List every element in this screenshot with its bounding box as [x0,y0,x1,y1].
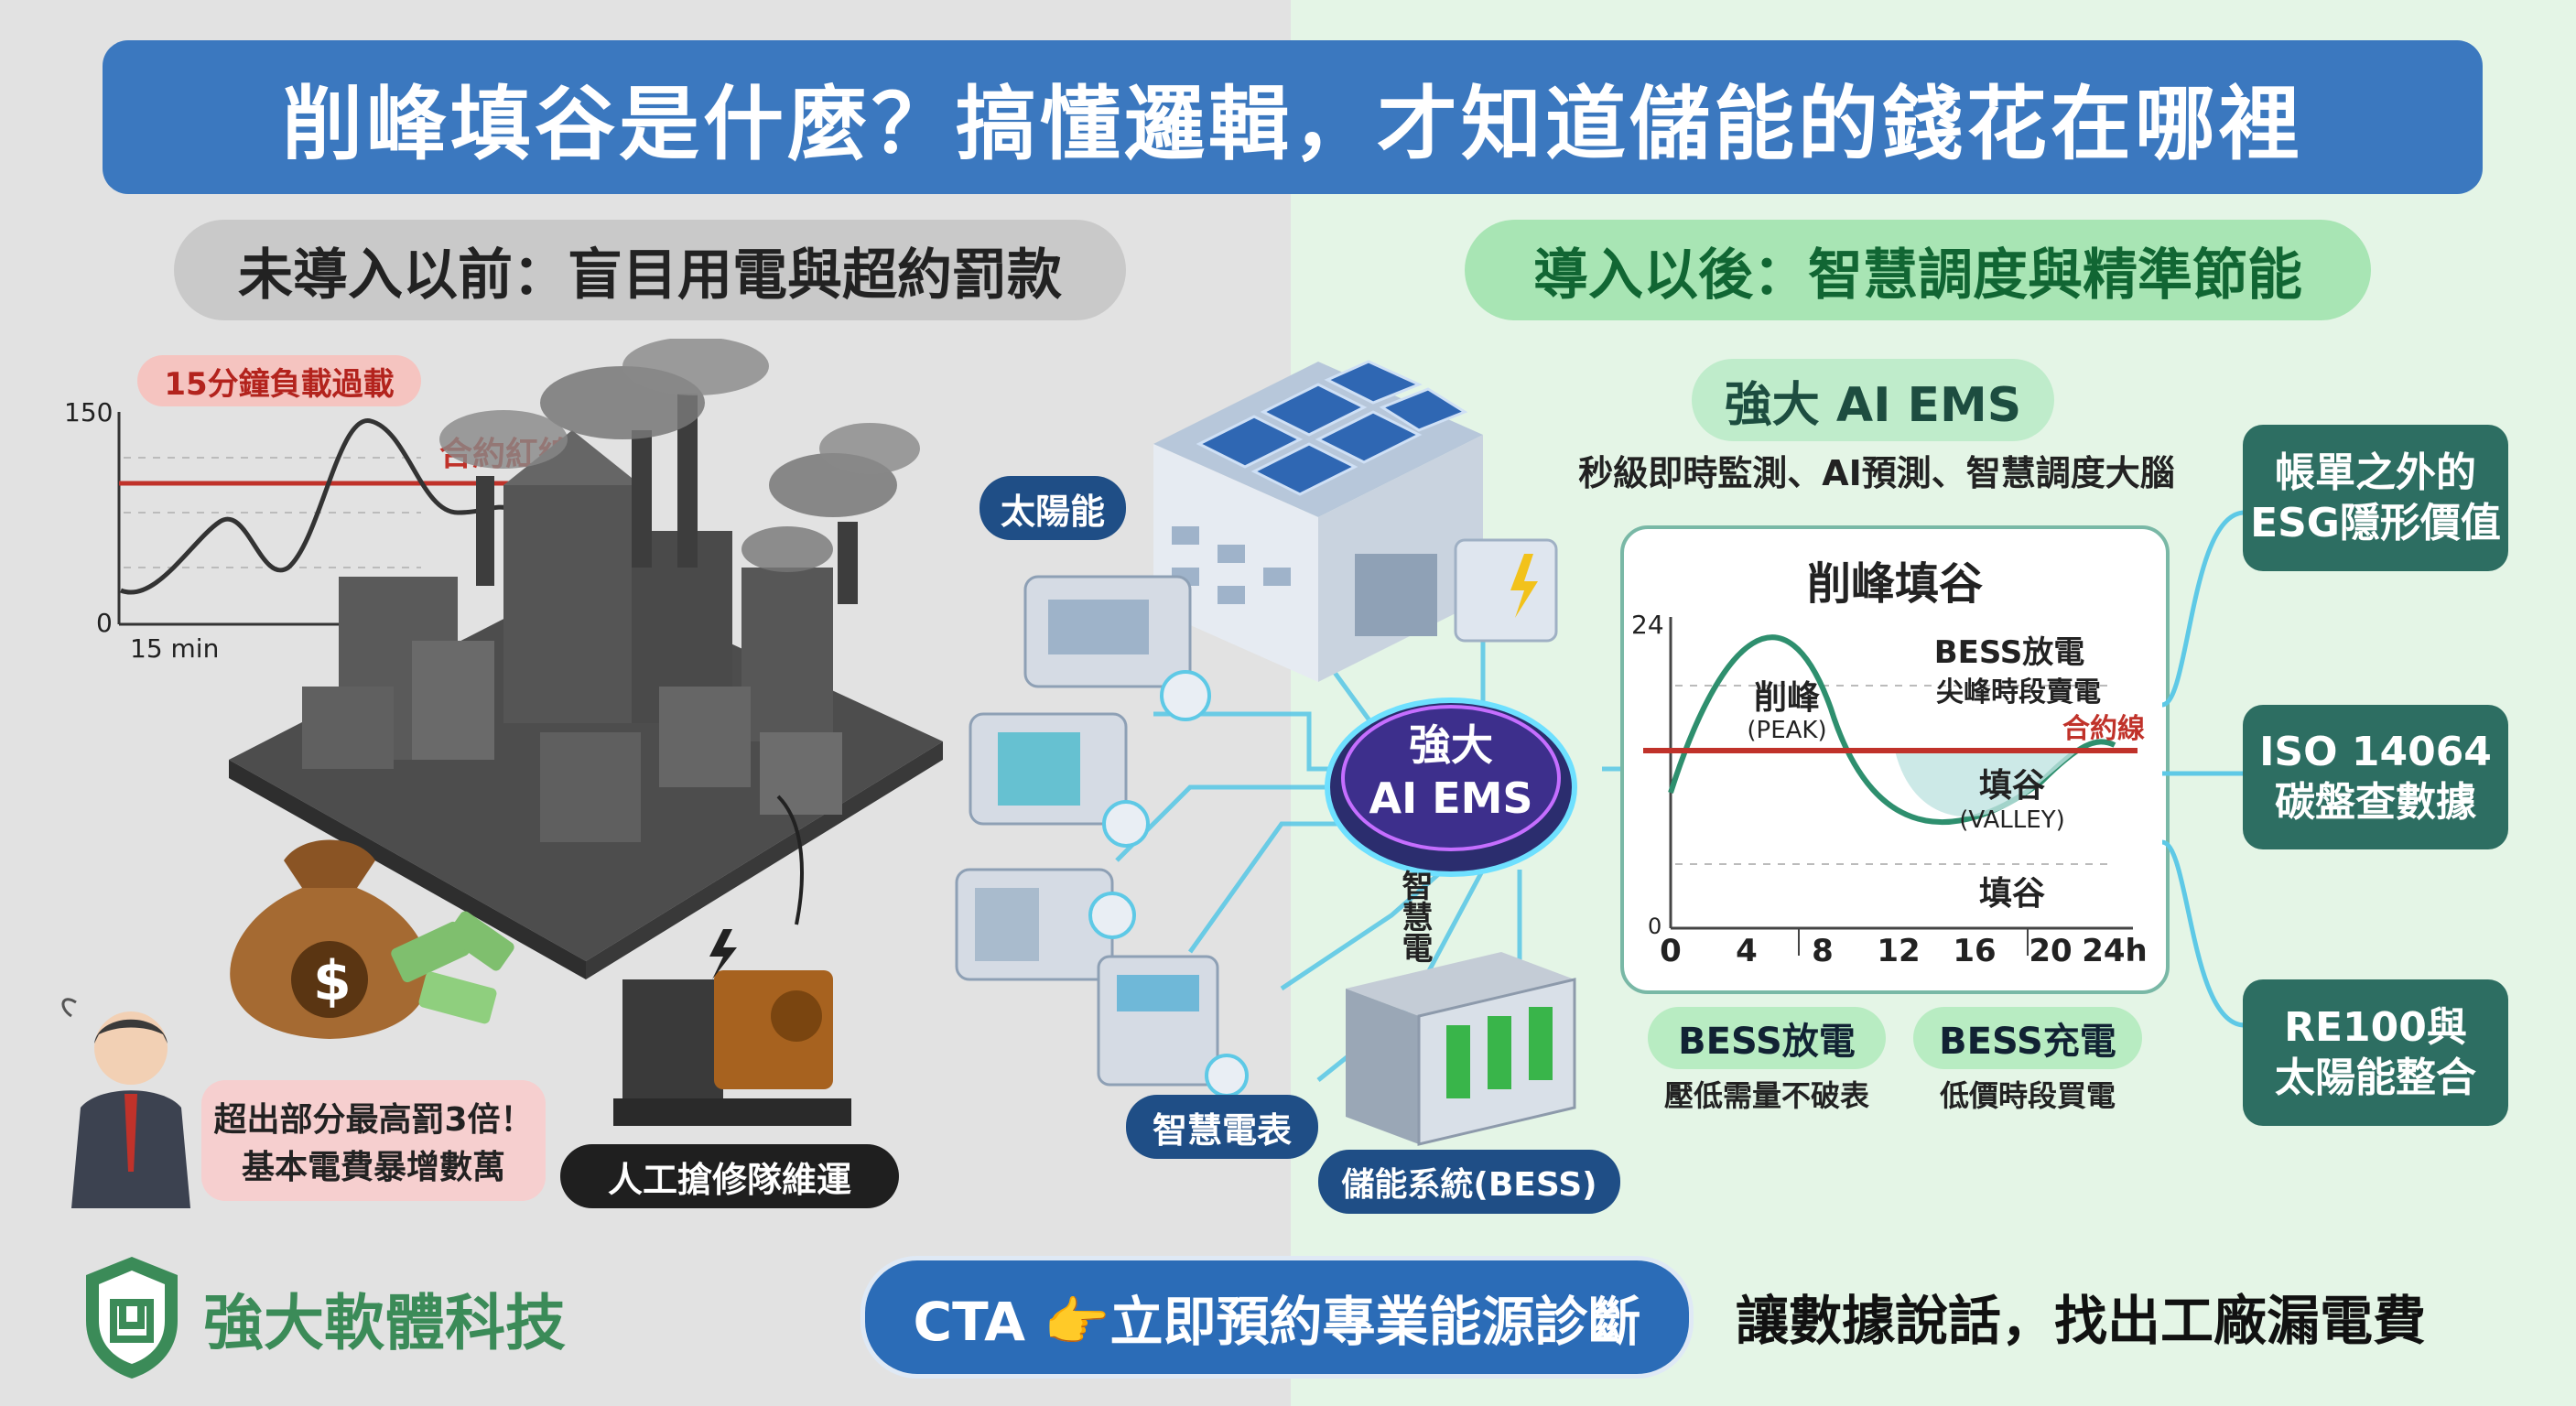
x-tick-4: 4 [1736,933,1758,969]
peak-label: 削峰 [1754,679,1820,717]
inverter-icon [1454,538,1558,643]
bess-discharge-badge: BESS放電 [1648,1007,1886,1069]
peak-valley-chart: 24 0 削峰 (PEAK) BESS放電 尖峰時段賣電 合約線 填谷 (VAL… [1631,610,2148,969]
contract-line-label-right: 合約線 [2062,713,2145,745]
side-badge-connectors [2162,510,2246,1028]
solar-building-illustration [1153,360,1483,682]
smart-electric-vertical-label: 智慧電 [1396,870,1433,963]
re100-badge-line1: RE100與 [2284,1004,2467,1051]
solar-label: 太陽能 [980,476,1126,540]
bess-charge-caption: 低價時段買電 [1939,1078,2116,1113]
overload-tag: 15分鐘負載過載 [137,355,421,406]
esg-value-badge: 帳單之外的 ESG隱形價值 [2243,425,2508,571]
iso-14064-badge: ISO 14064 碳盤查數據 [2243,705,2508,849]
ai-ems-hub: 強大 AI EMS [1325,698,1577,877]
machine-2-illustration [969,712,1150,848]
page-title: 削峰填谷是什麼？搞懂邏輯，才知道儲能的錢花在哪裡 [103,40,2483,194]
generator-cable [776,795,804,925]
bess-discharge-caption: 壓低需量不破表 [1663,1078,1869,1113]
curve-y-top: 24 [1631,610,1664,640]
money-bag-icon: $ [230,839,514,1039]
esg-badge-line1: 帳單之外的 [2275,449,2476,496]
curve-chart-title: 削峰填谷 [1806,558,1983,610]
bess-discharge-label: BESS放電 [1934,634,2085,671]
company-shield-logo [86,1257,178,1379]
footer-tagline: 讓數據說話，找出工廠漏電費 [1736,1290,2427,1352]
re100-badge-line2: 太陽能整合 [2275,1054,2476,1101]
iso-badge-line1: ISO 14064 [2259,729,2492,775]
x-tick-20: 20 [2029,933,2072,969]
y-axis-top-label: 150 [64,397,113,427]
after-section-heading: 導入以後：智慧調度與精準節能 [1465,220,2371,320]
x-axis-label: 15 min [130,633,219,664]
factory-illustration [229,339,943,979]
valley-label: 填谷 [1979,767,2045,805]
repair-crew-badge: 人工搶修隊維運 [560,1144,899,1208]
cta-button[interactable]: CTA 👉立即預約專業能源診斷 [860,1256,1694,1379]
valley-sub-label: (VALLEY) [1959,806,2064,834]
bess-system-label: 儲能系統(BESS) [1318,1150,1620,1214]
smart-meter-illustration [1097,955,1249,1098]
machine-3-illustration [955,868,1136,981]
peak-valley-card: 削峰填谷 [1620,525,2170,994]
hub-line-2: AI EMS [1369,773,1532,823]
x-tick-16: 16 [1953,933,1996,969]
re100-badge: RE100與 太陽能整合 [2243,979,2508,1126]
valley-bottom-label: 填谷 [1979,875,2045,913]
x-tick-0: 0 [1660,933,1682,969]
iso-badge-line2: 碳盤查數據 [2275,779,2476,826]
ems-title-badge: 強大 AI EMS [1692,359,2054,441]
stressed-manager-icon [61,998,190,1208]
penalty-text-2: 基本電費暴增數萬 [241,1149,505,1186]
y-axis-bottom-label: 0 [96,608,113,638]
valley-fill [1895,751,2078,817]
bess-container-illustration [1346,952,1576,1146]
bess-discharge-sub: 尖峰時段賣電 [1936,676,2101,708]
bess-charge-badge: BESS充電 [1913,1007,2142,1069]
hub-line-1: 強大 [1409,720,1493,770]
x-tick-12: 12 [1877,933,1920,969]
company-name: 強大軟體科技 [203,1288,566,1358]
svg-text:$: $ [313,949,352,1013]
diesel-generator-icon [613,929,851,1126]
x-tick-24h: 24h [2082,933,2148,969]
machine-1-illustration [1023,575,1211,721]
ems-subtitle: 秒級即時監測、AI預測、智慧調度大腦 [1578,453,2175,493]
penalty-text-1: 超出部分最高罰3倍！ [213,1101,534,1139]
penalty-callout: 超出部分最高罰3倍！ 基本電費暴增數萬 [201,1080,546,1201]
before-section-heading: 未導入以前：盲目用電與超約罰款 [174,220,1126,320]
esg-badge-line2: ESG隱形價值 [2250,500,2501,546]
curve-y-bottom: 0 [1648,914,1661,939]
x-tick-8: 8 [1812,933,1834,969]
smart-meter-label: 智慧電表 [1126,1095,1318,1159]
load-curve [120,418,514,595]
peak-sub-label: (PEAK) [1747,717,1826,744]
